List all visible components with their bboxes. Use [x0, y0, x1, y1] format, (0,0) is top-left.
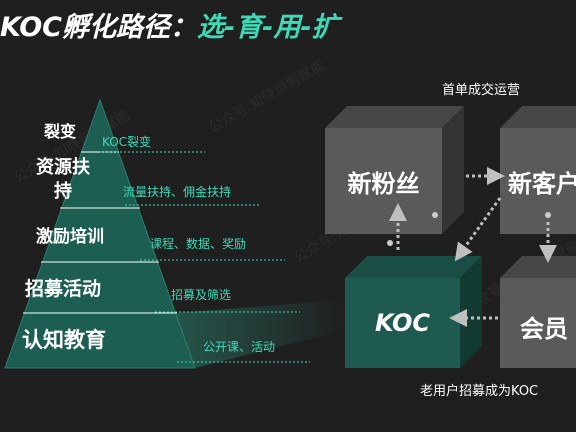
pyramid-level-label: 招募活动	[24, 278, 101, 300]
arrow-customers-to-koc	[454, 197, 502, 262]
pyramid-level-label: 资源扶 持	[36, 157, 90, 202]
flow-caption-bottom: 老用户招募成为KOC	[420, 384, 539, 399]
pyramid-level-desc: 招募及筛选	[171, 288, 232, 302]
pyramid-level-desc: 流量扶持、佣金扶持	[123, 185, 232, 199]
node-new-fans: 新粉丝	[347, 170, 420, 198]
pyramid-level-label: 激励培训	[36, 227, 104, 247]
title-accent: 选-育-用-扩	[196, 12, 339, 43]
cube-dot	[387, 240, 393, 246]
cube-dot	[432, 212, 438, 218]
pyramid-level-desc: KOC裂变	[102, 135, 152, 149]
cube-new-fans	[325, 106, 464, 234]
pyramid-level-desc: 公开课、活动	[203, 340, 276, 354]
pyramid-level-label: 裂变	[43, 122, 76, 141]
cube-new-customers	[500, 106, 576, 234]
page-title: KOC孵化路径：选-育-用-扩	[0, 8, 339, 48]
title-main: KOC孵化路径：	[0, 12, 197, 43]
cube-member	[500, 256, 576, 368]
cube-dot	[545, 212, 551, 218]
cube-koc	[345, 256, 482, 368]
guide-lines	[100, 151, 310, 363]
pyramid-body	[4, 98, 196, 369]
flow-caption-top: 首单成交运营	[442, 83, 521, 98]
node-new-customers: 新客户	[508, 170, 576, 198]
pyramid-level-desc: 课程、数据、奖励	[150, 237, 247, 251]
pyramid-level-label: 认知教育	[22, 328, 106, 352]
node-koc: KOC	[374, 309, 431, 337]
node-member: 会员	[520, 315, 568, 343]
